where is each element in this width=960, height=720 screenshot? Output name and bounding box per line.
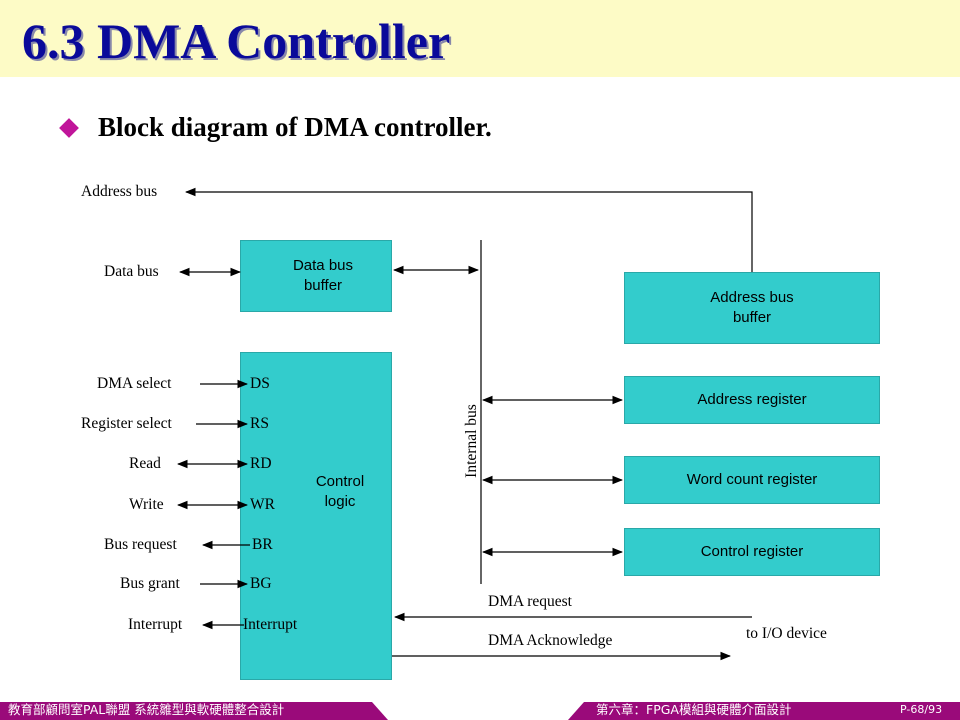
address-register-label: Address register [697,391,807,408]
footer-left-bar [0,702,388,720]
pin-br: BR [252,536,273,553]
write-label: Write [129,496,164,513]
bus-request-label: Bus request [104,536,177,553]
control-logic-line-2: logic [324,493,356,510]
io-device-label: to I/O device [746,625,827,642]
address-bus-label: Address bus [81,183,158,200]
pin-wr: WR [250,496,275,513]
word-count-register-block [624,456,880,504]
data-bus-buffer-block [240,240,392,312]
internal-bus-label: Internal bus [463,404,480,478]
address-bus-buffer-block [624,272,880,344]
dma-select-label: DMA select [97,375,172,392]
address-bus-buffer-line-1: Address bus [710,289,794,306]
pin-rs: RS [250,415,269,432]
footer-left-text: 教育部顧問室PAL聯盟 系統雛型與軟硬體整合設計 [8,702,285,717]
control-logic-label: Control logic [300,472,380,512]
footer-page-number: P-68/93 [900,703,943,716]
title-banner [0,0,960,77]
pin-bg: BG [250,575,272,592]
register-select-label: Register select [81,415,172,432]
bus-grant-label: Bus grant [120,575,180,592]
control-register-block [624,528,880,576]
dma-request-label: DMA request [488,593,572,610]
footer-right-bar [568,702,960,720]
data-bus-buffer-line-1: Data bus [292,257,354,274]
address-bus-buffer-line-2: buffer [732,309,772,326]
read-label: Read [129,455,161,472]
pin-ds: DS [250,375,270,392]
control-logic-block [240,352,392,680]
address-register-block [624,376,880,424]
pin-interrupt: Interrupt [243,616,298,633]
interrupt-label: Interrupt [128,616,183,633]
bullet-point: Block diagram of DMA controller. [59,112,492,143]
dma-acknowledge-label: DMA Acknowledge [488,632,613,649]
data-bus-buffer-line-2: buffer [303,277,343,294]
data-bus-buffer-label: Data bus buffer [240,256,406,296]
address-bus-line [184,187,753,272]
footer-right-text: 第六章：FPGA模組與硬體介面設計 [596,702,792,717]
slide-title: 6.3 DMA Controller [22,13,451,69]
data-bus-label: Data bus [104,263,159,280]
control-logic-line-1: Control [315,473,365,490]
word-count-register-label: Word count register [686,471,818,488]
pin-rd: RD [250,455,272,472]
control-register-label: Control register [700,543,804,560]
bullet-text: Block diagram of DMA controller. [98,112,492,142]
address-bus-buffer-label: Address bus buffer [624,288,880,328]
